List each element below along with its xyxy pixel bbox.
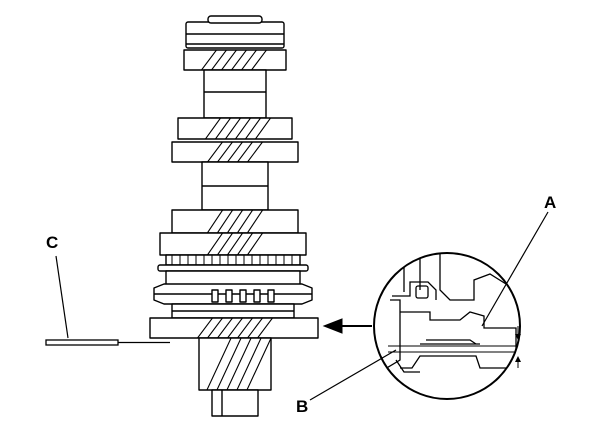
gear-3 (171, 141, 299, 163)
pinion-stem (198, 337, 272, 417)
gear-1 (183, 49, 287, 71)
callout-b: B (296, 397, 309, 416)
hub-sleeve (153, 270, 313, 319)
detail-view (373, 252, 521, 400)
callout-c: C (46, 233, 59, 252)
callout-a: A (544, 193, 557, 212)
shaft-segment-1 (203, 69, 267, 119)
leader-b (309, 349, 397, 401)
gear-5 (159, 232, 307, 256)
leader-c (55, 255, 69, 339)
leader-a (481, 211, 549, 327)
top-bearing (185, 15, 285, 49)
gear-4 (171, 209, 299, 234)
synchro-ring (157, 254, 309, 272)
gear-6 (149, 317, 319, 339)
shaft-assembly (149, 15, 319, 417)
gear-2 (177, 117, 293, 140)
feeler-gauge (45, 339, 170, 346)
detail-arrow (322, 318, 372, 334)
